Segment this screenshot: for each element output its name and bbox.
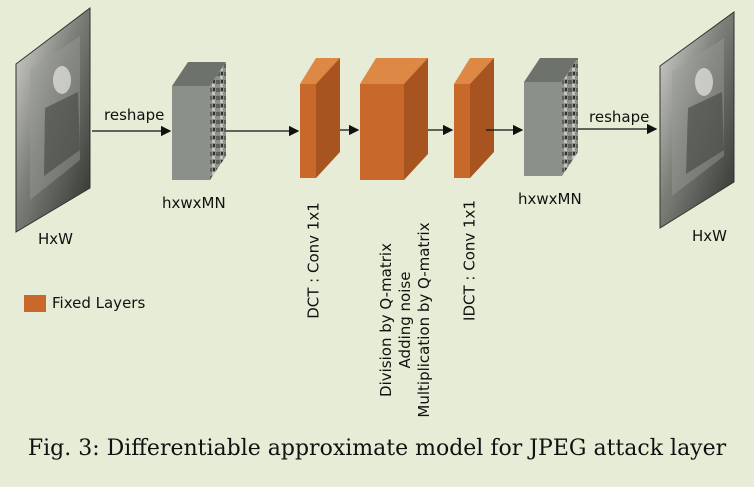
dct-layer — [300, 58, 340, 178]
reshape-in-label: reshape — [104, 106, 165, 124]
quant-label-line-3: Multiplication by Q-matrix — [415, 222, 433, 418]
input-image — [15, 6, 91, 233]
output-image — [659, 11, 735, 229]
quant-layer — [360, 58, 428, 180]
figure-caption: Fig. 3: Differentiable approximate model… — [27, 436, 727, 461]
quant-label: Division by Q-matrix Adding noise Multip… — [377, 215, 437, 425]
quant-label-line-1: Division by Q-matrix — [377, 243, 395, 397]
block-in-cube — [172, 62, 226, 180]
idct-label: IDCT : Conv 1x1 — [460, 200, 479, 321]
legend-label: Fixed Layers — [52, 294, 146, 312]
input-size-label: HxW — [38, 230, 73, 248]
idct-layer — [454, 58, 494, 178]
block-in-label: hxwxMN — [162, 194, 226, 212]
reshape-out-label: reshape — [589, 108, 650, 126]
block-out-cube — [524, 58, 578, 176]
dct-label: DCT : Conv 1x1 — [304, 202, 323, 319]
output-size-label: HxW — [692, 227, 727, 245]
quant-label-line-2: Adding noise — [396, 271, 414, 369]
block-out-label: hxwxMN — [518, 190, 582, 208]
legend-swatch — [24, 295, 46, 312]
